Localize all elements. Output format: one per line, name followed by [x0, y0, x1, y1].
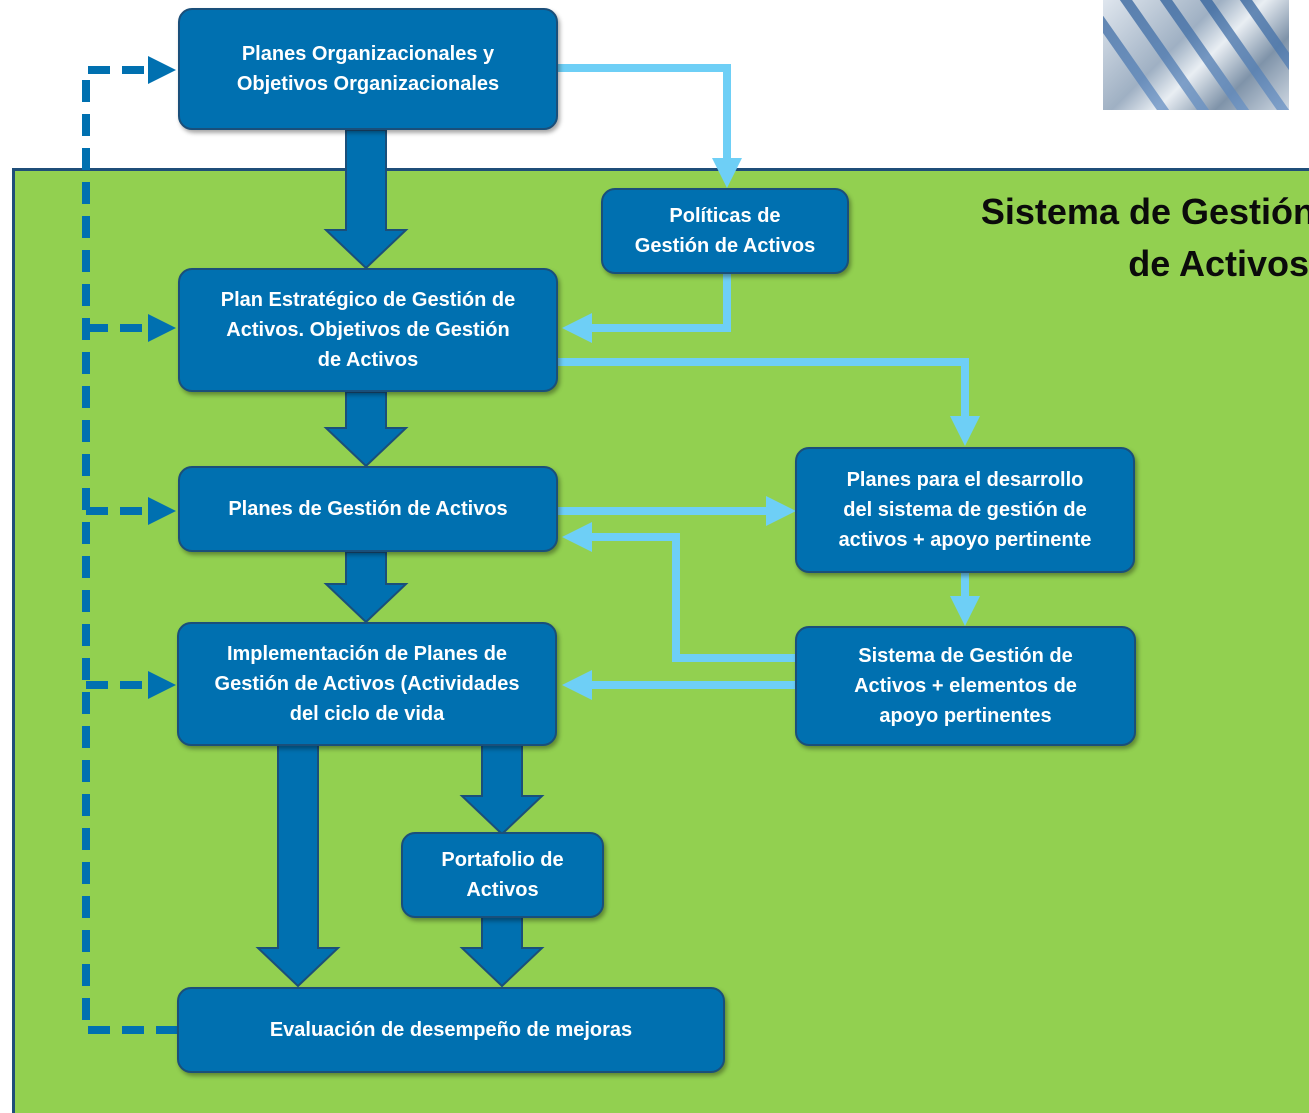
diagram-title: Sistema de Gestión de Activos: [981, 186, 1309, 290]
box-sistema-gestion: Sistema de Gestión de Activos + elemento…: [795, 626, 1136, 746]
box-text-line: Gestión de Activos: [634, 235, 816, 257]
feedback-main-line: [82, 66, 178, 1034]
box-evaluacion: Evaluación de desempeño de mejoras: [177, 987, 725, 1073]
box-text-line: de Activos: [317, 349, 419, 371]
box-text-line: Activos. Objetivos de Gestión: [226, 319, 510, 341]
side-arrowheads: [562, 158, 980, 700]
arrow-org-to-politicas: [557, 64, 731, 160]
arrow-estrategico-to-desarrollo: [557, 358, 969, 418]
box-text-line: Políticas de: [669, 205, 781, 227]
box-text-line: Planes de Gestión de Activos: [228, 498, 508, 520]
box-text-line: Gestión de Activos (Actividades: [214, 673, 520, 695]
box-text-line: Evaluación de desempeño de mejoras: [269, 1019, 633, 1041]
arrow-org-to-estrategico: [323, 129, 409, 270]
box-text-line: Sistema de Gestión de: [858, 645, 1073, 667]
box-text-line: Implementación de Planes de: [226, 643, 508, 665]
box-portafolio: Portafolio de Activos: [401, 832, 604, 918]
box-implementacion: Implementación de Planes de Gestión de A…: [177, 622, 557, 746]
feedback-arrowheads: [148, 56, 176, 699]
title-line-1: Sistema de Gestión: [980, 191, 1309, 232]
arrow-implementacion-to-evaluacion: [255, 744, 341, 988]
box-text-line: apoyo pertinentes: [879, 705, 1052, 727]
arrow-implementacion-to-portafolio: [459, 744, 545, 836]
arrow-portafolio-to-evaluacion: [459, 915, 545, 988]
box-text-line: del sistema de gestión de: [843, 499, 1087, 521]
box-text-line: Activos + elementos de: [854, 675, 1077, 697]
box-text-line: Planes para el desarrollo: [846, 469, 1084, 491]
box-planes-desarrollo: Planes para el desarrollo del sistema de…: [795, 447, 1135, 573]
title-line-2: de Activos: [1128, 243, 1309, 284]
box-planes-gestion: Planes de Gestión de Activos: [178, 466, 558, 552]
box-planes-organizacionales: Planes Organizacionales y Objetivos Orga…: [178, 8, 558, 130]
box-plan-estrategico: Plan Estratégico de Gestión de Activos. …: [178, 268, 558, 392]
box-text-line: Activos: [466, 879, 539, 901]
arrow-politicas-to-estrategico: [590, 274, 731, 332]
arrow-sistema-to-gestion: [590, 533, 795, 662]
main-arrows: [255, 129, 545, 988]
box-text-line: Planes Organizacionales y: [241, 43, 495, 65]
box-politicas: Políticas de Gestión de Activos: [601, 188, 849, 274]
building-photo: [1103, 0, 1289, 110]
arrow-gestion-to-implementacion: [323, 551, 409, 624]
side-arrows: [557, 64, 969, 689]
box-text-line: Objetivos Organizacionales: [236, 73, 500, 95]
box-text-line: del ciclo de vida: [289, 703, 445, 725]
box-text-line: Portafolio de: [441, 849, 564, 871]
arrow-estrategico-to-gestion: [323, 391, 409, 468]
box-text-line: activos + apoyo pertinente: [838, 529, 1092, 551]
feedback-arrows: [82, 66, 178, 1034]
box-text-line: Plan Estratégico de Gestión de: [220, 289, 516, 311]
